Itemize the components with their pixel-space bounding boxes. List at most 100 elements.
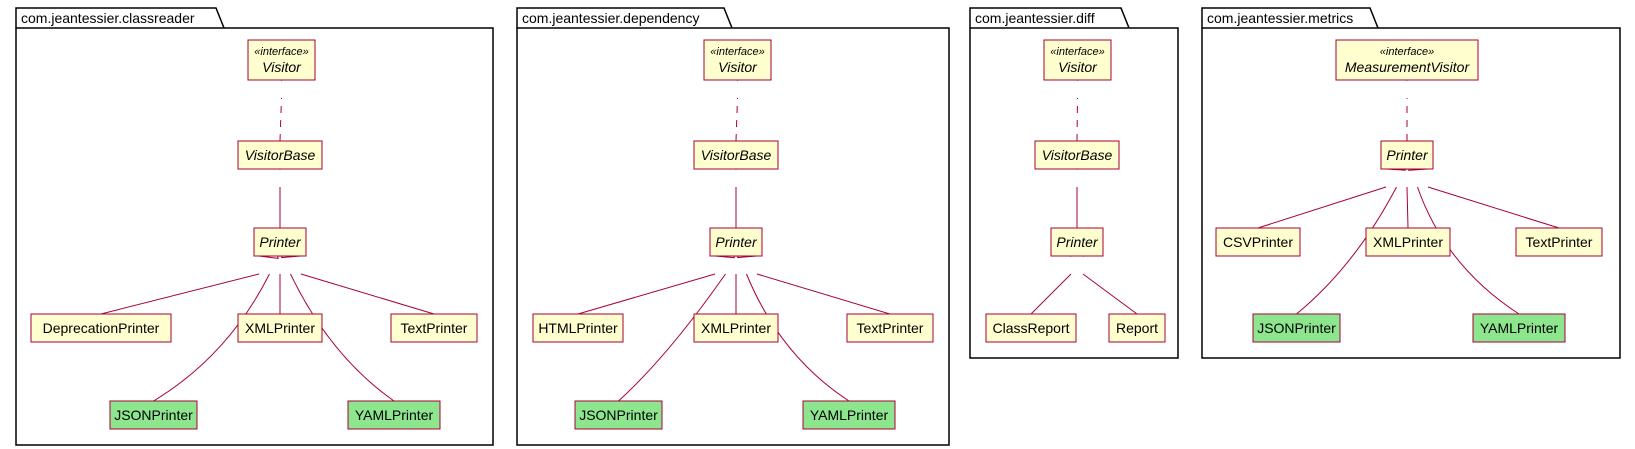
inheritance-edge-json-to-printer: [1296, 186, 1397, 315]
inheritance-edge-text-to-printer: [300, 273, 435, 315]
class-name: Printer: [1056, 234, 1099, 250]
class-name: TextPrinter: [857, 320, 924, 336]
class-csvprinter[interactable]: CSVPrinter: [1215, 227, 1301, 257]
class-box: [1472, 313, 1566, 343]
class-name: Printer: [1386, 147, 1429, 163]
inheritance-edge-yaml-to-printer: [290, 273, 395, 402]
class-name: TextPrinter: [1526, 234, 1593, 250]
class-jsonprinter[interactable]: JSONPrinter: [1252, 313, 1341, 343]
class-name: Visitor: [1058, 59, 1098, 75]
class-yamlprinter[interactable]: YAMLPrinter: [1472, 313, 1566, 343]
class-box: [985, 313, 1077, 343]
class-measurementvisitor[interactable]: «interface»MeasurementVisitor: [1335, 39, 1479, 81]
class-name: Printer: [715, 234, 758, 250]
class-visitorbase[interactable]: VisitorBase: [1034, 140, 1120, 170]
class-textprinter[interactable]: TextPrinter: [846, 313, 934, 343]
class-box: [846, 313, 934, 343]
class-visitor[interactable]: «interface»Visitor: [247, 39, 316, 81]
class-name: MeasurementVisitor: [1345, 59, 1471, 75]
class-name: YAMLPrinter: [1480, 320, 1559, 336]
class-jsonprinter[interactable]: JSONPrinter: [574, 400, 663, 430]
class-name: VisitorBase: [701, 147, 772, 163]
class-classreport[interactable]: ClassReport: [985, 313, 1077, 343]
class-box: [693, 140, 779, 170]
package-frame: [969, 27, 1179, 359]
class-name: VisitorBase: [1042, 147, 1113, 163]
class-box: [1043, 39, 1112, 81]
class-box: [1365, 227, 1451, 257]
inheritance-edge-classreport-to-printer: [1030, 273, 1072, 315]
class-xmlprinter[interactable]: XMLPrinter: [693, 313, 779, 343]
class-jsonprinter[interactable]: JSONPrinter: [109, 400, 198, 430]
class-box: [574, 400, 663, 430]
inheritance-edge-deprecation-to-printer: [100, 273, 260, 315]
class-deprecationprinter[interactable]: DeprecationPrinter: [30, 313, 172, 343]
class-name: YAMLPrinter: [810, 407, 889, 423]
class-visitorbase[interactable]: VisitorBase: [237, 140, 323, 170]
class-stereotype: «interface»: [254, 46, 308, 58]
class-box: [703, 39, 772, 81]
inheritance-edge-yaml-to-printer: [746, 273, 850, 402]
inheritance-edge-yaml-to-printer: [1417, 186, 1520, 315]
class-box: [30, 313, 172, 343]
class-box: [1108, 313, 1166, 343]
class-name: VisitorBase: [245, 147, 316, 163]
package-title: com.jeantessier.metrics: [1207, 10, 1353, 26]
class-yamlprinter[interactable]: YAMLPrinter: [802, 400, 896, 430]
class-name: XMLPrinter: [1373, 234, 1443, 250]
class-visitor[interactable]: «interface»Visitor: [1043, 39, 1112, 81]
class-box: [1335, 39, 1479, 81]
class-box: [253, 227, 307, 257]
inheritance-edge-json-to-printer: [618, 273, 726, 402]
class-name: CSVPrinter: [1223, 234, 1293, 250]
class-box: [709, 227, 763, 257]
package-tab: [1201, 7, 1379, 29]
class-box: [693, 313, 779, 343]
class-htmlprinter[interactable]: HTMLPrinter: [532, 313, 624, 343]
class-name: Report: [1116, 320, 1158, 336]
package-tab: [969, 7, 1130, 29]
class-xmlprinter[interactable]: XMLPrinter: [237, 313, 323, 343]
class-name: JSONPrinter: [579, 407, 658, 423]
class-name: YAMLPrinter: [355, 407, 434, 423]
package-tab: [516, 7, 733, 29]
class-textprinter[interactable]: TextPrinter: [390, 313, 478, 343]
class-printer[interactable]: Printer: [709, 227, 763, 257]
class-box: [1380, 140, 1434, 170]
class-stereotype: «interface»: [710, 46, 764, 58]
class-yamlprinter[interactable]: YAMLPrinter: [347, 400, 441, 430]
package-classreader: com.jeantessier.classreader«interface»Vi…: [15, 7, 494, 446]
inheritance-edge-text-to-printer: [1427, 186, 1560, 229]
class-box: [109, 400, 198, 430]
class-stereotype: «interface»: [1380, 46, 1434, 58]
class-name: DeprecationPrinter: [43, 320, 160, 336]
class-xmlprinter[interactable]: XMLPrinter: [1365, 227, 1451, 257]
package-title: com.jeantessier.diff: [975, 10, 1095, 26]
class-name: HTMLPrinter: [538, 320, 618, 336]
class-box: [237, 140, 323, 170]
class-stereotype: «interface»: [1050, 46, 1104, 58]
class-box: [1034, 140, 1120, 170]
inheritance-edge-text-to-printer: [756, 273, 891, 315]
class-printer[interactable]: Printer: [1380, 140, 1434, 170]
class-box: [247, 39, 316, 81]
package-metrics: com.jeantessier.metrics «interface»Measur…: [1201, 7, 1621, 359]
class-name: XMLPrinter: [701, 320, 771, 336]
package-tab: [15, 7, 225, 29]
class-name: ClassReport: [992, 320, 1069, 336]
class-box: [237, 313, 323, 343]
class-textprinter[interactable]: TextPrinter: [1515, 227, 1603, 257]
class-visitorbase[interactable]: VisitorBase: [693, 140, 779, 170]
class-visitor[interactable]: «interface»Visitor: [703, 39, 772, 81]
class-printer[interactable]: Printer: [253, 227, 307, 257]
class-name: JSONPrinter: [114, 407, 193, 423]
class-printer[interactable]: Printer: [1050, 227, 1104, 257]
class-box: [1252, 313, 1341, 343]
package-diff: com.jeantessier.diff«interface»VisitorVi…: [969, 7, 1179, 359]
class-box: [1215, 227, 1301, 257]
class-box: [1515, 227, 1603, 257]
class-report[interactable]: Report: [1108, 313, 1166, 343]
class-box: [390, 313, 478, 343]
class-name: JSONPrinter: [1257, 320, 1336, 336]
